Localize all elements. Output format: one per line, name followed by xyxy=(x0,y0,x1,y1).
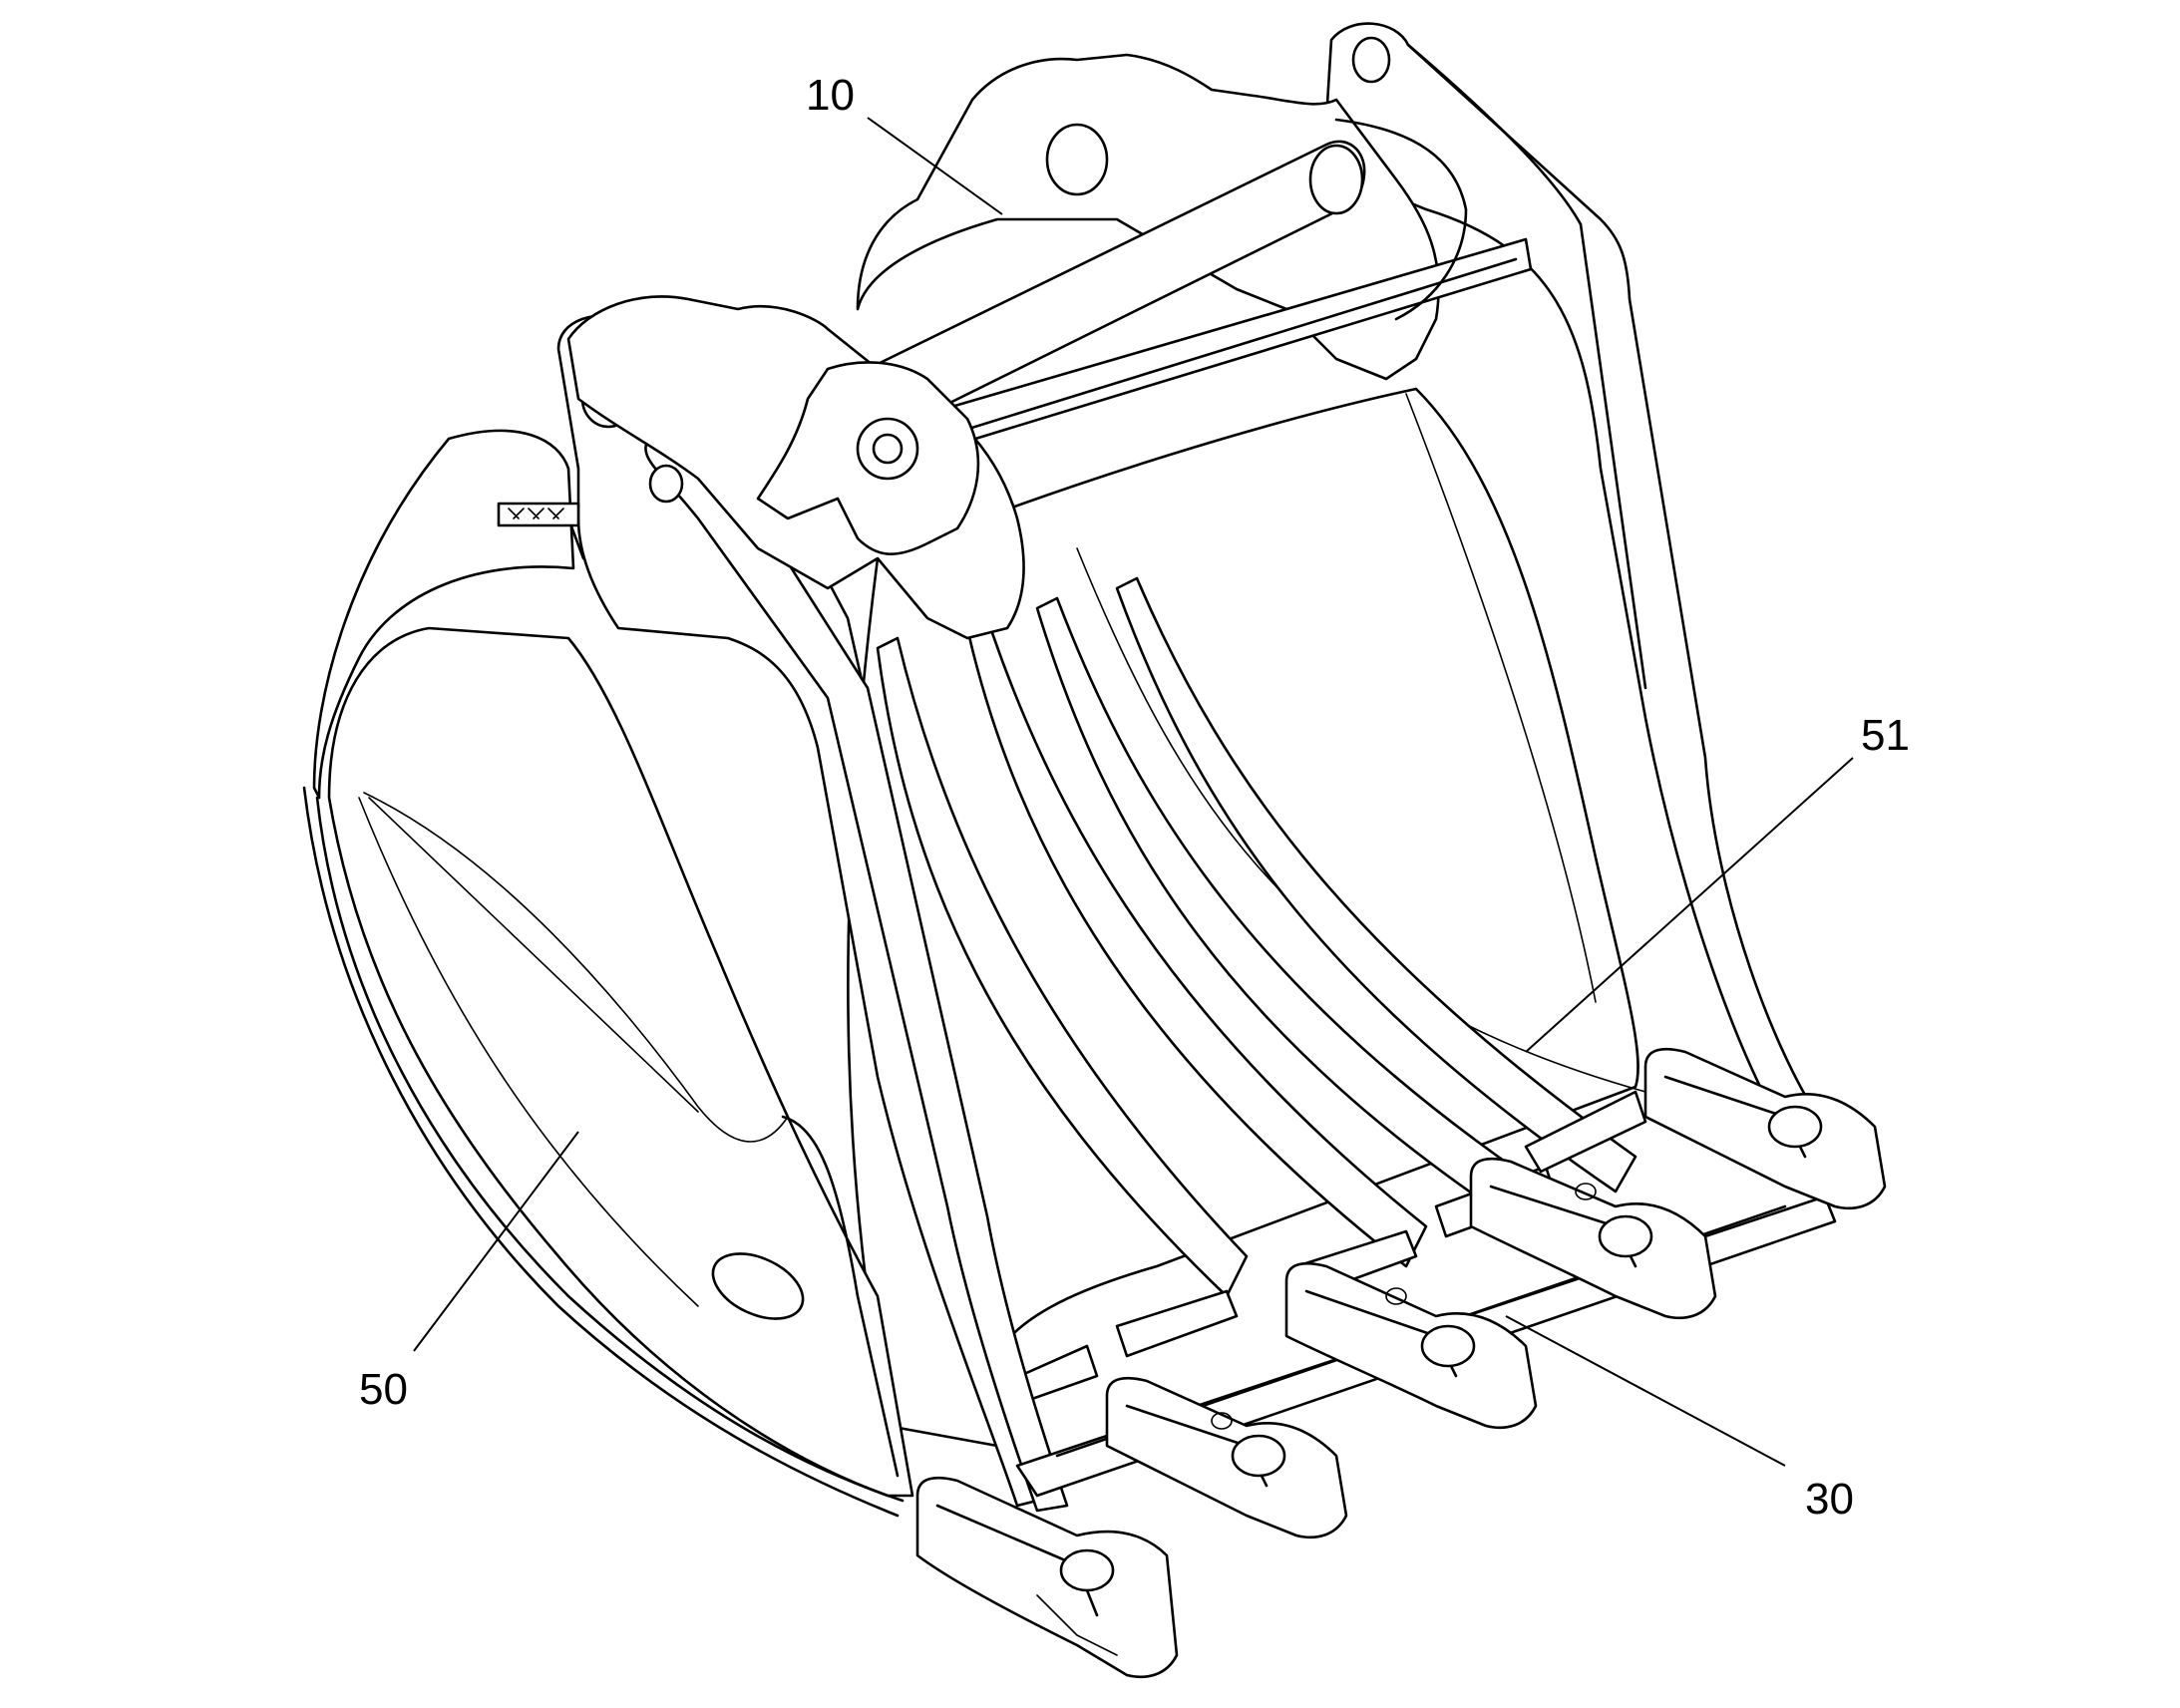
label-51: 51 xyxy=(1861,711,1910,760)
tooth-2-pin xyxy=(1231,1434,1286,1478)
leader-50 xyxy=(413,1131,579,1352)
cross-shaft xyxy=(866,118,1468,431)
near-hinge-bracket xyxy=(497,295,1025,640)
arm-pin-hole xyxy=(648,464,684,504)
bushing-inner xyxy=(872,433,904,465)
far-side-plate xyxy=(1324,22,1827,1159)
wear-strip-2 xyxy=(965,616,1428,1268)
tooth-1-pin xyxy=(1059,1548,1115,1592)
side-plate-hole xyxy=(711,1252,805,1320)
far-pin-hole xyxy=(1045,123,1109,196)
leader-30 xyxy=(1505,1315,1786,1467)
label-10: 10 xyxy=(806,71,855,120)
leader-10 xyxy=(867,117,1003,215)
far-hinge-bracket xyxy=(856,53,1440,381)
leader-51 xyxy=(1525,757,1854,1053)
label-30: 30 xyxy=(1805,1475,1854,1524)
tooth-3-pin xyxy=(1420,1324,1476,1368)
tooth-5 xyxy=(1643,1047,1887,1210)
label-50: 50 xyxy=(359,1365,408,1414)
tooth-3 xyxy=(1284,1261,1538,1430)
tooth-5-pin xyxy=(1767,1105,1823,1149)
tooth-4-pin xyxy=(1598,1214,1653,1258)
tooth-4 xyxy=(1469,1157,1717,1320)
tooth-2 xyxy=(1105,1376,1348,1539)
tooth-1 xyxy=(915,1476,1179,1679)
